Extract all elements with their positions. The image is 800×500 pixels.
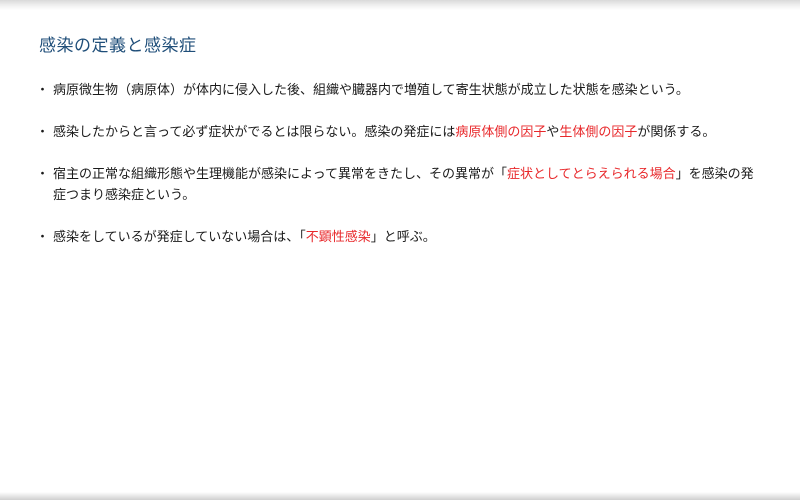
bullet-mark: ・ (36, 167, 50, 182)
highlighted-term: 生体側の因子 (559, 125, 638, 140)
text-segment: 」と呼ぶ。 (370, 230, 436, 245)
highlighted-term: 症状としてとらえられる場合 (506, 167, 676, 182)
bottom-shadow-bar (0, 492, 800, 500)
text-segment: 宿主の正常な組織形態や生理機能が感染によって異常をきたし、その異常が「 (53, 167, 507, 182)
text-segment: 感染したからと言って必ず症状がでるとは限らない。感染の発症には (53, 125, 456, 140)
bullet-text: 感染をしているが発症していない場合は、「不顕性感染」と呼ぶ。 (53, 230, 436, 245)
bullet-item: ・感染したからと言って必ず症状がでるとは限らない。感染の発症には病原体側の因子や… (36, 122, 766, 143)
bullet-item: ・病原微生物（病原体）が体内に侵入した後、組織や臓器内で増殖して寄生状態が成立し… (36, 80, 766, 101)
slide-title: 感染の定義と感染症 (39, 36, 197, 56)
text-segment: や (546, 125, 560, 140)
bullet-item: ・宿主の正常な組織形態や生理機能が感染によって異常をきたし、その異常が「症状とし… (36, 164, 766, 206)
highlighted-term: 病原体側の因子 (455, 125, 547, 140)
bullet-mark: ・ (36, 83, 50, 98)
bullet-item: ・感染をしているが発症していない場合は、「不顕性感染」と呼ぶ。 (36, 227, 766, 248)
highlighted-term: 不顕性感染 (305, 230, 371, 245)
bullet-text: 病原微生物（病原体）が体内に侵入した後、組織や臓器内で増殖して寄生状態が成立した… (53, 83, 689, 98)
bullet-list: ・病原微生物（病原体）が体内に侵入した後、組織や臓器内で増殖して寄生状態が成立し… (36, 80, 766, 269)
text-segment: が関係する。 (637, 125, 716, 140)
top-shadow-bar (0, 0, 800, 10)
text-segment: 病原微生物（病原体）が体内に侵入した後、組織や臓器内で増殖して寄生状態が成立した… (53, 83, 689, 98)
bullet-text: 感染したからと言って必ず症状がでるとは限らない。感染の発症には病原体側の因子や生… (53, 125, 715, 140)
text-segment: 」を感染の発症つまり感染症という。 (53, 167, 754, 203)
bullet-mark: ・ (36, 125, 50, 140)
bullet-text: 宿主の正常な組織形態や生理機能が感染によって異常をきたし、その異常が「症状として… (53, 167, 754, 203)
bullet-mark: ・ (36, 230, 50, 245)
text-segment: 感染をしているが発症していない場合は、「 (53, 230, 306, 245)
